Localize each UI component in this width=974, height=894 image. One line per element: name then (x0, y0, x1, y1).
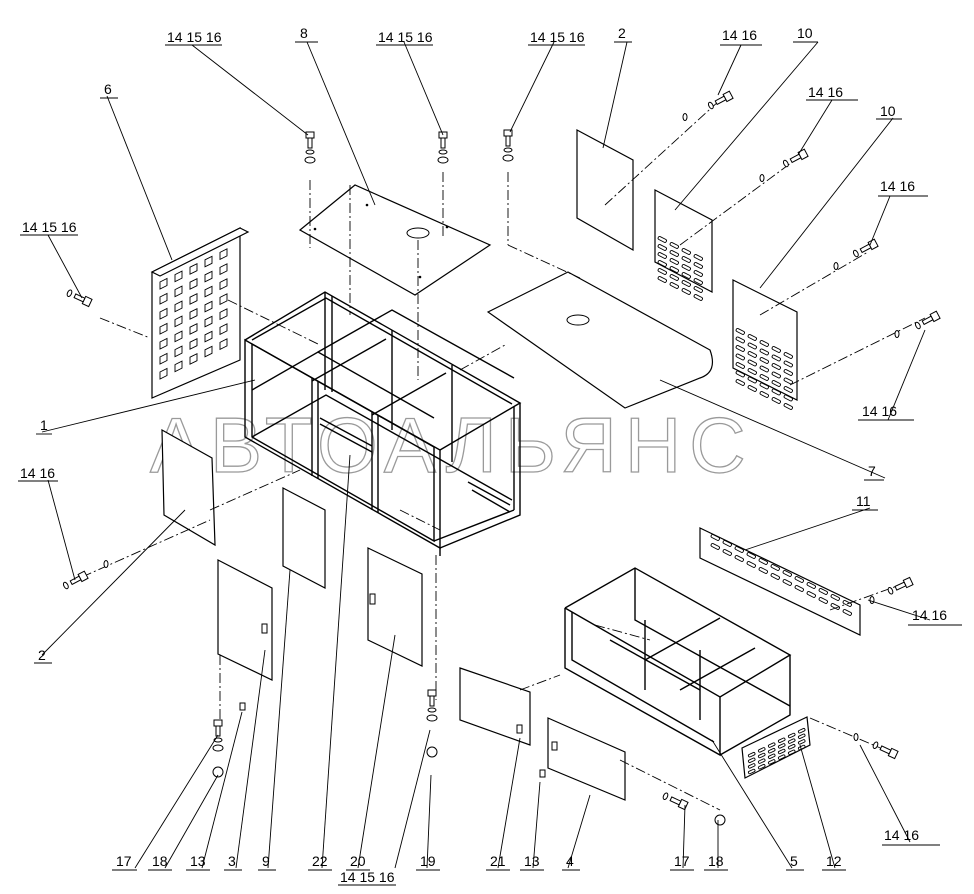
callout-12: 12 (822, 853, 846, 871)
callout-18-b: 18 (704, 853, 728, 871)
callout-17-a: 17 (112, 853, 137, 871)
callout-3: 3 (224, 853, 242, 871)
callout-8: 8 (295, 25, 318, 43)
callout-21: 21 (486, 853, 510, 871)
fasteners (62, 90, 941, 826)
callout-label: 2 (618, 25, 626, 41)
callout-22: 22 (308, 853, 332, 871)
callout-labels: 14 15 16 8 14 15 16 14 15 16 2 14 16 10 … (18, 25, 962, 886)
callout-14-16-e: 14 16 (18, 465, 58, 482)
callout-2-left: 2 (34, 647, 52, 664)
callout-14-15-16-c: 14 15 16 (528, 29, 585, 46)
callout-label: 22 (312, 853, 328, 869)
callout-label: 11 (856, 493, 871, 509)
callout-label: 13 (190, 853, 206, 869)
door-4 (547, 717, 626, 801)
callout-14-15-16-b: 14 15 16 (376, 29, 433, 46)
callout-label: 1 (40, 417, 48, 433)
louvered-panel-upper (654, 189, 713, 301)
callout-label: 14 16 (912, 607, 947, 623)
callout-14-15-16-e: 14 15 16 (338, 869, 396, 886)
callout-14-16-f: 14 16 (908, 607, 962, 626)
callout-label: 14 15 16 (167, 29, 222, 45)
callout-18-a: 18 (148, 853, 172, 871)
callout-label: 8 (300, 25, 308, 41)
callout-17-b: 17 (670, 853, 694, 871)
main-cabinet-frame (244, 291, 522, 556)
callout-label: 10 (880, 103, 896, 119)
callout-20: 20 (346, 853, 370, 871)
base-frame (564, 567, 792, 757)
callout-14-15-16-a: 14 15 16 (165, 29, 222, 46)
callout-label: 6 (104, 81, 112, 97)
callout-label: 21 (490, 853, 506, 869)
callout-2-top: 2 (614, 25, 632, 43)
callout-14-16-c: 14 16 (878, 178, 928, 197)
callout-13-b: 13 (520, 853, 544, 871)
callout-label: 14 15 16 (340, 869, 395, 885)
callout-label: 18 (152, 853, 168, 869)
callout-label: 14 15 16 (530, 29, 585, 45)
door-21 (459, 667, 531, 746)
callout-label: 9 (262, 853, 270, 869)
callout-1: 1 (36, 417, 52, 435)
callout-label: 14 16 (880, 178, 915, 194)
callout-label: 14 15 16 (22, 219, 77, 235)
callout-6: 6 (100, 81, 118, 99)
callout-label: 14 16 (862, 403, 897, 419)
callout-label: 14 16 (808, 84, 843, 100)
callout-10-a: 10 (793, 25, 818, 43)
callout-14-16-a: 14 16 (720, 27, 762, 46)
inner-panel-9 (282, 487, 326, 589)
assembly-axes (81, 99, 926, 811)
callout-14-15-16-d: 14 15 16 (20, 219, 78, 236)
callout-label: 4 (566, 853, 574, 869)
callout-4: 4 (562, 853, 580, 871)
left-end-panel (161, 428, 216, 547)
callout-label: 20 (350, 853, 366, 869)
callout-label: 17 (674, 853, 690, 869)
callout-label: 14 16 (884, 827, 919, 843)
callout-label: 3 (228, 853, 236, 869)
callout-label: 10 (797, 25, 813, 41)
top-cover-plate (298, 184, 492, 296)
callout-label: 18 (708, 853, 724, 869)
roof-sheet (486, 271, 713, 409)
callout-14-16-b: 14 16 (806, 84, 858, 101)
callout-label: 17 (116, 853, 132, 869)
louvered-panel-12 (741, 716, 811, 779)
callout-label: 19 (420, 853, 436, 869)
callout-14-16-d: 14 16 (858, 403, 914, 421)
leader-lines (41, 41, 931, 869)
callout-label: 13 (524, 853, 540, 869)
callout-19: 19 (416, 853, 440, 871)
callout-label: 2 (38, 647, 46, 663)
callout-7: 7 (864, 463, 884, 481)
callout-label: 14 16 (20, 465, 55, 481)
louvered-panel-11 (699, 527, 861, 636)
callout-label: 14 15 16 (378, 29, 433, 45)
callout-label: 12 (826, 853, 842, 869)
panel-6-holes (159, 248, 228, 380)
callout-label: 7 (868, 463, 876, 479)
callout-label: 14 16 (722, 27, 757, 43)
door-3 (217, 559, 273, 681)
callout-label: 5 (790, 853, 798, 869)
callout-10-b: 10 (876, 103, 902, 120)
callout-5: 5 (786, 853, 804, 871)
callout-13-a: 13 (186, 853, 210, 871)
perforated-side-panel (150, 227, 250, 399)
louvered-panel-lower (732, 279, 798, 410)
callout-11: 11 (852, 493, 878, 511)
door-20 (367, 547, 423, 667)
back-panel-upper (576, 128, 634, 252)
callout-14-16-g: 14 16 (882, 827, 940, 846)
callout-9: 9 (258, 853, 276, 871)
